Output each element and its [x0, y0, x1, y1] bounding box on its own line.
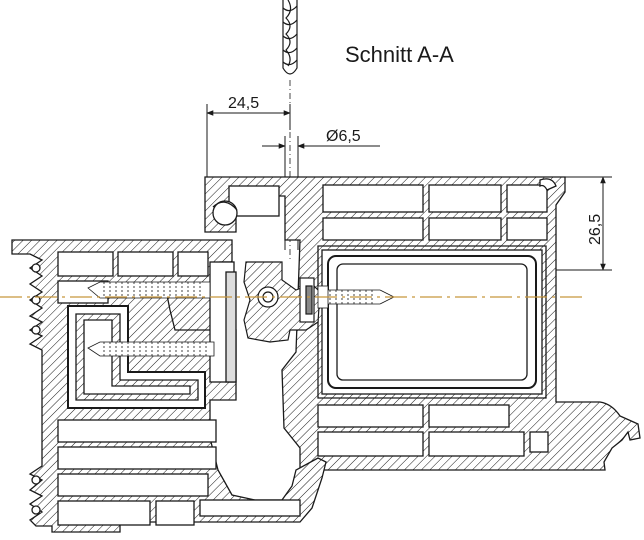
section-title: Schnitt A-A: [345, 42, 454, 67]
drill-bit: [282, 0, 298, 75]
dimension-horizontal-offset-label: 24,5: [228, 95, 259, 112]
dimension-horizontal-offset: [206, 104, 291, 185]
dimension-drill-diameter-label: Ø6,5: [326, 128, 361, 145]
hinge-hardware: [243, 261, 321, 343]
right-profile: [204, 176, 641, 471]
left-profile: [11, 239, 327, 533]
dimension-vertical-offset-label: 26,5: [587, 214, 604, 245]
